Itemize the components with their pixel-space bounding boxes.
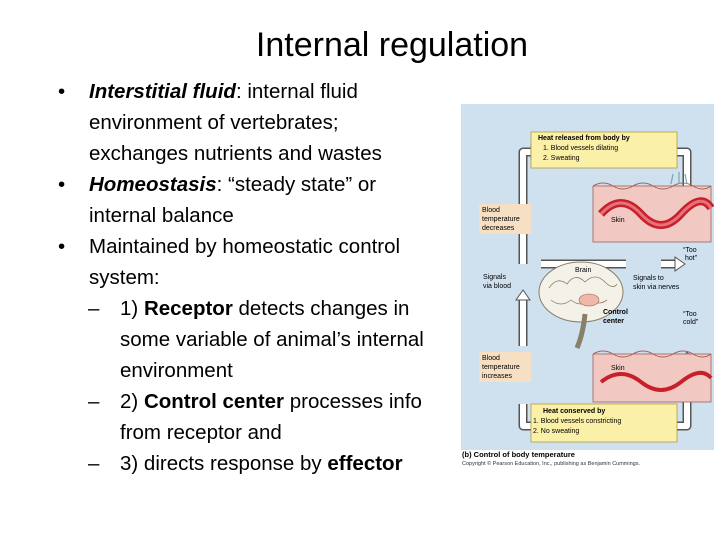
svg-text:temperature: temperature xyxy=(482,216,520,223)
bullet-homeostasis: • Homeostasis: “steady state” or interna… xyxy=(58,169,458,231)
svg-text:decreases: decreases xyxy=(482,225,515,232)
svg-text:1. Blood vessels dilating: 1. Blood vessels dilating xyxy=(543,145,618,152)
dash-marker: – xyxy=(88,452,100,475)
brain-label: Brain xyxy=(575,267,591,274)
svg-text:2. No sweating: 2. No sweating xyxy=(533,428,579,435)
svg-text:skin via nerves: skin via nerves xyxy=(633,284,680,291)
svg-text:temperature: temperature xyxy=(482,364,520,371)
control-center-label: Control xyxy=(603,309,628,316)
bullet-list: • Interstitial fluid: internal fluid env… xyxy=(58,76,458,479)
skin-top-illustration xyxy=(592,172,714,243)
term-receptor: Receptor xyxy=(143,297,233,320)
bullet-interstitial-fluid: • Interstitial fluid: internal fluid env… xyxy=(58,76,458,169)
svg-text:hot”: hot” xyxy=(685,255,698,262)
heat-released-title: Heat released from body by xyxy=(538,135,630,142)
bullet-marker: • xyxy=(58,80,66,103)
subbullet-control-center: – 2) Control center processes info from … xyxy=(58,386,458,448)
term-homeostasis: Homeostasis xyxy=(89,173,217,196)
subbullet-effector: – 3) directs response by effector xyxy=(58,448,458,479)
svg-text:“Too: “Too xyxy=(683,247,697,254)
svg-text:cold”: cold” xyxy=(683,319,699,326)
svg-text:Signals to: Signals to xyxy=(633,275,664,282)
heat-conserved-title: Heat conserved by xyxy=(543,408,605,415)
thermoregulation-diagram: Heat released from body by 1. Blood vess… xyxy=(461,104,714,450)
svg-text:1. Blood vessels constricting: 1. Blood vessels constricting xyxy=(533,418,621,425)
figure-copyright: Copyright © Pearson Education, Inc., pub… xyxy=(462,461,641,467)
dash-marker: – xyxy=(88,297,100,320)
svg-text:“Too: “Too xyxy=(683,311,697,318)
skin-bottom-label: Skin xyxy=(611,365,625,372)
blood-temp-decreases-box xyxy=(479,204,531,234)
svg-text:2. Sweating: 2. Sweating xyxy=(543,155,580,162)
svg-text:Blood: Blood xyxy=(482,207,500,214)
subbullet-receptor: – 1) Receptor detects changes in some va… xyxy=(58,293,458,386)
dash-marker: – xyxy=(88,390,100,413)
term-control-center: Control center xyxy=(143,390,285,413)
bullet-control-system: • Maintained by homeostatic control syst… xyxy=(58,231,458,293)
bullet-marker: • xyxy=(58,173,66,196)
svg-text:center: center xyxy=(603,318,624,325)
skin-top-label: Skin xyxy=(611,217,625,224)
svg-text:increases: increases xyxy=(482,373,512,380)
term-effector: effector xyxy=(327,452,403,475)
skin-bottom-illustration xyxy=(592,350,713,403)
heat-conserved-box xyxy=(530,403,678,443)
figure-caption: (b) Control of body temperature xyxy=(462,450,575,459)
bullet-marker: • xyxy=(58,235,66,258)
svg-text:Blood: Blood xyxy=(482,355,500,362)
slide-title: Internal regulation xyxy=(255,26,529,64)
svg-text:via blood: via blood xyxy=(483,283,511,290)
heat-released-box xyxy=(530,131,678,169)
svg-text:Signals: Signals xyxy=(483,274,506,281)
blood-temp-increases-box xyxy=(479,352,531,382)
brain-illustration xyxy=(538,261,624,349)
term-interstitial-fluid: Interstitial fluid xyxy=(89,80,236,103)
